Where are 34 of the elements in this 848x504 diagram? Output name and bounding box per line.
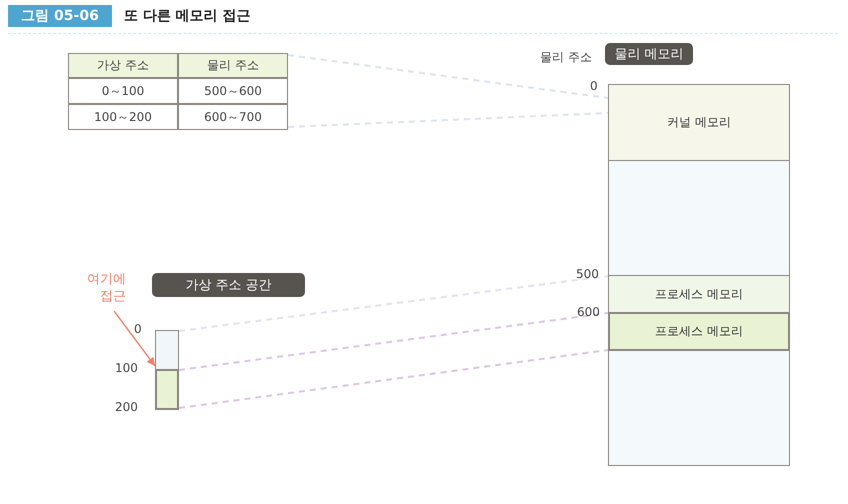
table-cell: 100～200 [68, 104, 178, 130]
address-value: 0 [134, 322, 142, 336]
address-value: 200 [115, 400, 138, 414]
table-cell: 0～100 [68, 78, 178, 104]
section-badge: 가상 주소 공간 [152, 273, 305, 297]
figure-number-badge: 그림 05-06 [8, 5, 112, 27]
dashed-connector [288, 112, 608, 128]
address-segment [155, 330, 179, 371]
memory-region: 프로세스 메모리 [608, 275, 790, 313]
address-table [68, 53, 288, 130]
memory-region: 커널 메모리 [608, 84, 790, 161]
address-value: 0 [590, 79, 598, 93]
address-value: 600 [577, 305, 600, 319]
section-badge: 물리 메모리 [605, 43, 693, 65]
address-segment [155, 369, 179, 410]
header-cell: 가상 주소 [68, 53, 178, 78]
header-cell: 물리 주소 [178, 53, 288, 78]
address-value: 500 [576, 267, 599, 281]
callout-text: 여기에 접근 [76, 271, 126, 307]
address-value: 100 [115, 361, 138, 375]
memory-column [607, 83, 791, 467]
memory-column [154, 329, 180, 412]
dashed-connector [178, 275, 608, 332]
memory-region [608, 160, 790, 276]
table-cell: 500～600 [178, 78, 288, 104]
title: 또 다른 메모리 접근 [124, 7, 251, 25]
dashed-connector [288, 54, 608, 99]
dashed-connector [178, 349, 608, 409]
arrow [113, 310, 156, 366]
dashed-connector [178, 312, 608, 371]
memory-region [608, 350, 790, 466]
memory-region: 프로세스 메모리 [608, 312, 790, 351]
table-cell: 600～700 [178, 104, 288, 130]
axis-label: 물리 주소 [540, 49, 592, 66]
